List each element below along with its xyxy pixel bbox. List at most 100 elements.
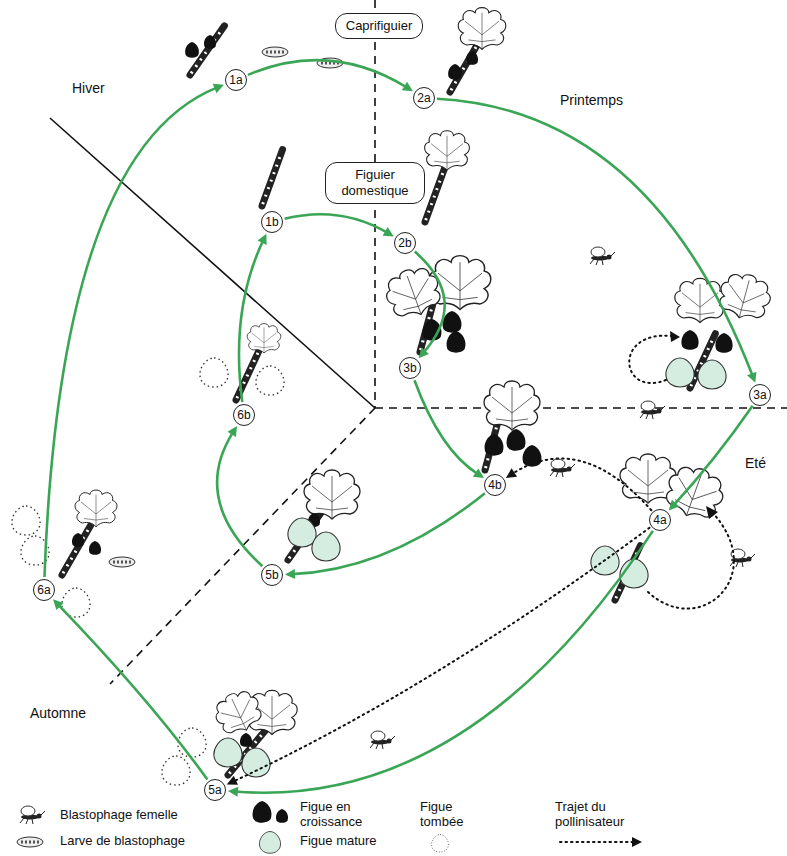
branch-1a (185, 26, 288, 75)
stage-number: 6a (33, 579, 55, 601)
cycle-arrow (248, 60, 413, 91)
branch-5a (210, 685, 267, 739)
branch-2b (425, 131, 470, 222)
branch-2a (448, 64, 462, 80)
cycle-arrow (437, 99, 756, 383)
tree-label: Figuier domestique (325, 162, 425, 203)
branch-3b (447, 331, 466, 353)
branch-3b (443, 311, 462, 333)
branch-3a (715, 333, 732, 353)
branch-5a (162, 756, 190, 785)
branch-5a (242, 748, 270, 777)
arrow-head (383, 227, 394, 236)
legend-text: Blastophage femelle (60, 808, 178, 823)
connector-line (217, 432, 262, 566)
branch-5b (288, 518, 316, 547)
cycle-arrow (44, 84, 223, 577)
branch-4b (550, 459, 575, 477)
arrow-head (228, 787, 238, 797)
branch-3a (666, 358, 694, 387)
branch-3a (715, 269, 775, 325)
branch-6a (109, 557, 135, 567)
connector-line (44, 87, 217, 577)
branch-6a (89, 541, 101, 555)
arrow-head (473, 468, 484, 478)
stage-number: 5b (261, 564, 283, 586)
cycle-arrow (414, 380, 484, 478)
branch-6b (247, 324, 281, 353)
branch-1a (262, 47, 288, 57)
callout-number: 4a (653, 513, 666, 527)
legend-text: Trajet du pollinisateur (555, 800, 650, 830)
connector-line (415, 252, 445, 353)
callout-number: 6a (37, 583, 50, 597)
legend-samples (432, 835, 449, 852)
stage-number: 3a (749, 384, 771, 406)
branch-4b (484, 381, 575, 477)
branch-1b (262, 150, 283, 206)
arrow-head (402, 82, 413, 92)
arrow-head (213, 84, 224, 93)
branch-4a (648, 512, 734, 609)
pollinator-path (227, 528, 650, 785)
branch-2b (425, 166, 446, 222)
legend-text: Figue mature (300, 834, 377, 849)
branch-3a (698, 360, 726, 389)
branch-5a (370, 731, 395, 749)
season-dividers (50, 0, 787, 684)
arrow-head (227, 426, 237, 437)
connector-line (233, 528, 649, 782)
branch-3b (380, 261, 446, 323)
callout-number: 5a (208, 783, 221, 797)
legend-samples (276, 809, 288, 823)
legend-text: Figue en croissance (300, 800, 380, 830)
branch-6b (200, 358, 228, 387)
branch-4a (660, 460, 729, 525)
branch-6a (72, 533, 84, 547)
stage-number: 4a (649, 509, 671, 531)
stage-number: 6b (233, 404, 255, 426)
stage-number: 2a (413, 87, 435, 109)
branch-3a (590, 247, 615, 265)
cycle-arrow (415, 252, 445, 359)
connector-line (285, 214, 388, 233)
stage-number: 3b (399, 357, 421, 379)
branch-6a (62, 523, 92, 575)
connector-line (414, 380, 478, 474)
connector-line (674, 406, 753, 506)
legend-samples (259, 832, 280, 854)
branch-6b (256, 366, 284, 395)
arrow-head (227, 776, 238, 785)
branch-5a (162, 685, 395, 785)
branch-2a (466, 51, 478, 65)
connector-line (58, 604, 208, 779)
branch-3a (590, 247, 775, 419)
connector-line (248, 60, 407, 87)
legend-samples (632, 837, 642, 847)
branch-5a (240, 733, 252, 747)
cycle-arrow (285, 493, 485, 579)
branch-6a (12, 506, 40, 535)
season-dividers (375, 407, 787, 409)
branch-4b (484, 381, 540, 430)
tree-name: Caprifiguier (346, 18, 412, 34)
legend-samples (17, 837, 43, 847)
tree-label: Caprifiguier (335, 13, 423, 39)
branch-3a (629, 336, 672, 383)
cycle-arrow (228, 531, 653, 797)
branch-5a (214, 738, 242, 767)
arrow-head (53, 599, 64, 610)
cycle-arrow (669, 406, 753, 511)
branch-6a (12, 490, 135, 617)
season-label: Hiver (72, 80, 105, 97)
legend-text: Figue tombée (420, 800, 470, 830)
arrow-head (747, 372, 756, 383)
branch-4b (485, 434, 504, 456)
stage-number: 2b (394, 232, 416, 254)
season-dividers (110, 408, 375, 684)
branch-6a (75, 490, 117, 527)
branch-3a (670, 331, 680, 342)
